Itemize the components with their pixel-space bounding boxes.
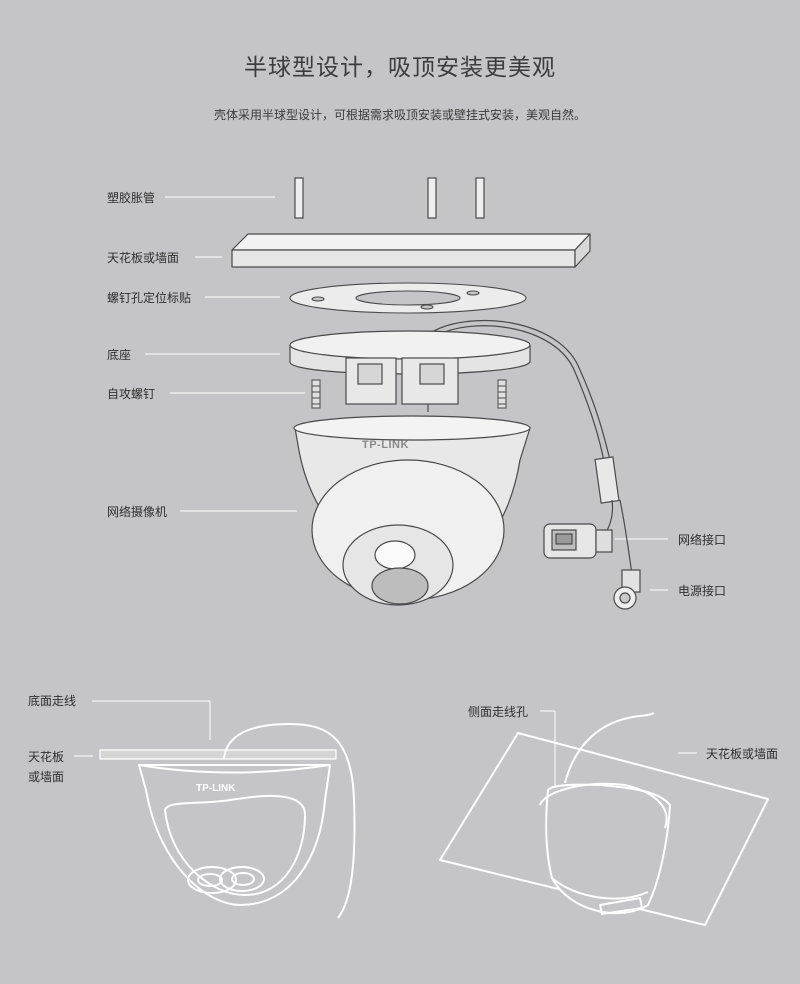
label-ceiling-line1: 天花板: [28, 750, 65, 764]
label-self-tapping-screws: 自攻螺钉: [107, 387, 156, 401]
leader-lines: [74, 196, 697, 800]
plastic-anchors: [294, 177, 485, 219]
network-camera-body: [293, 415, 531, 606]
ceiling-mount-brand-logo: TP-LINK: [196, 783, 236, 794]
power-connector: [613, 569, 641, 610]
label-screw-hole-sticker: 螺钉孔定位标贴: [107, 291, 192, 305]
label-ceiling-or-wall: 天花板或墙面: [107, 251, 180, 265]
ceiling-mount-illustration: [99, 723, 356, 919]
label-network-port: 网络接口: [678, 533, 727, 547]
label-wall-ceiling: 天花板或墙面: [706, 747, 779, 761]
label-power-port: 电源接口: [678, 584, 727, 598]
page-subtitle: 壳体采用半球型设计，可根据需求吸顶安装或壁挂式安装，美观自然。: [213, 108, 586, 122]
label-base: 底座: [107, 348, 132, 362]
label-network-camera: 网络摄像机: [107, 505, 168, 519]
camera-brand-logo: TP-LINK: [362, 439, 409, 451]
camera-base: [289, 330, 531, 412]
label-plastic-anchors: 塑胶胀管: [107, 191, 156, 205]
label-bottom-wiring: 底面走线: [28, 694, 77, 708]
screw-hole-sticker: [289, 282, 527, 314]
network-connector: [543, 523, 613, 559]
self-tapping-screws: [311, 379, 507, 409]
label-side-wiring-hole: 侧面走线孔: [468, 705, 529, 719]
page-title: 半球型设计，吸顶安装更美观: [244, 55, 556, 81]
label-ceiling-line2: 或墙面: [28, 770, 65, 784]
ceiling-slab: [231, 233, 591, 268]
wall-mount-illustration: [439, 712, 769, 926]
